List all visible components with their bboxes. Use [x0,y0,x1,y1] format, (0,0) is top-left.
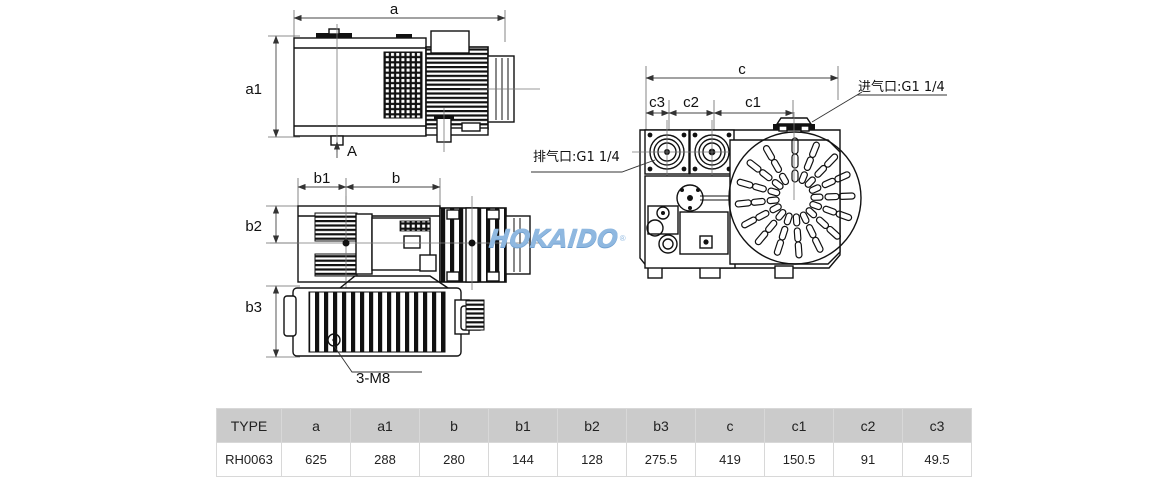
table-header-cell: b [419,408,489,443]
table-header-cell: c1 [764,408,834,443]
brand-logo: HOKAIDO ® [487,222,635,254]
dimension-label-c1: c1 [745,94,761,111]
table-cell: RH0063 [216,442,282,477]
fan-grille [728,131,862,265]
dimension-label-b2: b2 [245,218,262,235]
dimension-label-b1: b1 [314,170,331,187]
brand-name: HOKAIDO [487,223,620,253]
dimension-a [293,10,506,42]
table-cell: 288 [350,442,420,477]
table-cell: 275.5 [626,442,696,477]
dimension-a1 [268,35,300,138]
dimension-c: c [645,61,839,100]
table-header-cell: a1 [350,408,420,443]
table-header-cell: a [281,408,351,443]
view-side-elevation: A a a1 [245,1,540,160]
inlet-annotation: 进气口:G1 1/4 [811,79,947,123]
table-cell: 419 [695,442,765,477]
table-header-cell: c2 [833,408,903,443]
table-cell: 280 [419,442,489,477]
exhaust-annotation: 排气口:G1 1/4 [531,149,656,173]
table-header-cell: b3 [626,408,696,443]
inlet-boss [773,112,815,200]
dimension-b2: b2 [245,205,300,244]
dimension-label-b: b [392,170,400,187]
table-row: RH0063 625 288 280 144 128 275.5 419 150… [216,442,972,477]
table-cell: 144 [488,442,558,477]
view-arrow-A: A [333,141,357,160]
table-header-cell: b2 [557,408,627,443]
table-cell: 91 [833,442,903,477]
dimension-label-c2: c2 [683,94,699,111]
table-header-cell: TYPE [216,408,282,443]
table-cell: 150.5 [764,442,834,477]
spec-table: TYPE a a1 b b1 b2 b3 c c1 c2 c3 RH0063 6… [216,408,972,477]
thread-label: 3-M8 [356,370,390,387]
dimension-b: b [345,170,441,206]
view-front-elevation: c c3 c2 c1 [531,61,947,279]
thread-callout: 3-M8 [333,345,422,387]
table-header-row: TYPE a a1 b b1 b2 b3 c c1 c2 c3 [216,408,972,443]
dimension-b1: b1 [297,170,347,212]
dimension-label-a1: a1 [245,81,262,98]
dimension-label-c: c [738,61,746,78]
dimension-b3: b3 [245,285,300,358]
dimension-label-c3: c3 [649,94,665,111]
dimension-chain: c3 c2 c1 [645,94,794,140]
view-arrow-label: A [347,143,357,160]
inlet-label: 进气口:G1 1/4 [858,79,945,95]
table-cell: 128 [557,442,627,477]
dimension-label-b3: b3 [245,299,262,316]
table-header-cell: c3 [902,408,972,443]
table-header-cell: b1 [488,408,558,443]
table-cell: 625 [281,442,351,477]
view-top-plan: b1 b b2 [245,170,540,290]
view-bottom-plan: b3 3-M8 [245,275,485,387]
dimension-label-a: a [390,1,399,18]
exhaust-label: 排气口:G1 1/4 [533,149,620,165]
registered-trademark-icon: ® [619,233,626,243]
table-header-cell: c [695,408,765,443]
table-cell: 49.5 [902,442,972,477]
